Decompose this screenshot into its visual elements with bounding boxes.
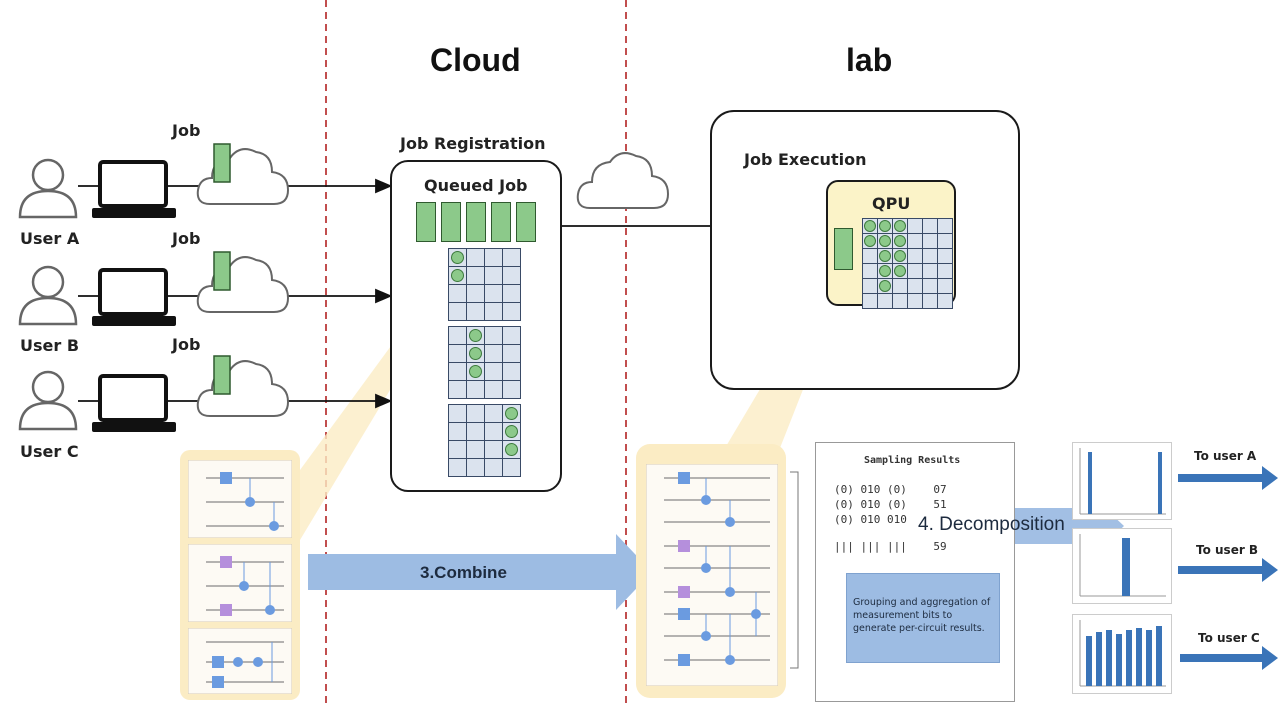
- histogram-user-a: [1072, 442, 1172, 520]
- combine-label: 3.Combine: [420, 563, 507, 582]
- qpu-box: QPU: [826, 180, 956, 309]
- user-label: User B: [20, 336, 80, 355]
- queued-job-block: [416, 202, 436, 242]
- output-label: To user B: [1196, 543, 1259, 557]
- user-label: User C: [20, 442, 79, 461]
- cloud-icon: [196, 251, 290, 313]
- job-label: Job: [172, 229, 201, 248]
- queued-job-label: Queued Job: [424, 176, 528, 195]
- combined-bracket: [790, 471, 799, 669]
- cloud-heading: Cloud: [430, 42, 521, 78]
- circuit-c: [188, 628, 292, 694]
- user-label: User A: [20, 229, 80, 248]
- sampling-row: ||| ||| ||| 59: [834, 540, 947, 553]
- laptop-icon: [92, 160, 176, 218]
- combine-arrow: [308, 534, 652, 610]
- job-registration-title: Job Registration: [400, 134, 546, 153]
- qpu-label: QPU: [872, 194, 911, 213]
- queue-grid-b: [448, 326, 521, 399]
- sampling-title: Sampling Results: [864, 455, 961, 466]
- decomposition-label: 4. Decomposition: [918, 514, 1065, 535]
- executing-job-block: [834, 228, 853, 270]
- job-label: Job: [172, 121, 201, 140]
- queue-grid-c: [448, 404, 521, 477]
- job-execution-box: Job Execution QPU: [710, 110, 1020, 390]
- lab-heading: lab: [846, 42, 893, 78]
- sampling-row: (0) 010 (0) 07: [834, 483, 947, 496]
- queue-grid-a: [448, 248, 521, 321]
- queued-job-block: [491, 202, 511, 242]
- histogram-user-b: [1072, 528, 1172, 604]
- combined-circuit-panel: [636, 444, 786, 698]
- laptop-icon: [92, 374, 176, 432]
- queued-job-block: [516, 202, 536, 242]
- user-icon: [18, 265, 78, 326]
- cloud-icon: [196, 143, 290, 205]
- sampling-note-box: Grouping and aggregation of measurement …: [846, 573, 1000, 663]
- job-queue: [416, 202, 536, 242]
- queued-job-block: [441, 202, 461, 242]
- circuit-b: [188, 544, 292, 622]
- job-label: Job: [172, 335, 201, 354]
- cloud-icon: [196, 355, 290, 417]
- sampling-note: Grouping and aggregation of measurement …: [853, 597, 991, 634]
- output-arrows: [1178, 466, 1278, 670]
- laptop-icon: [92, 268, 176, 326]
- job-registration-box: Queued Job: [390, 160, 562, 492]
- user-icon: [18, 158, 78, 219]
- sampling-results-doc: Sampling Results (0) 010 (0) 07 (0) 010 …: [815, 442, 1015, 702]
- sampling-row: (0) 010 (0) 51: [834, 498, 947, 511]
- user-icon: [18, 370, 78, 431]
- output-label: To user A: [1194, 449, 1257, 463]
- output-label: To user C: [1198, 631, 1260, 645]
- cloud-icon: [576, 152, 670, 209]
- queued-job-block: [466, 202, 486, 242]
- job-execution-title: Job Execution: [744, 150, 867, 169]
- input-circuits-panel: [180, 450, 300, 700]
- combined-circuit: [646, 464, 778, 686]
- qpu-grid: [862, 218, 953, 309]
- circuit-a: [188, 460, 292, 538]
- sampling-row: (0) 010 010: [834, 513, 907, 526]
- histogram-user-c: [1072, 614, 1172, 694]
